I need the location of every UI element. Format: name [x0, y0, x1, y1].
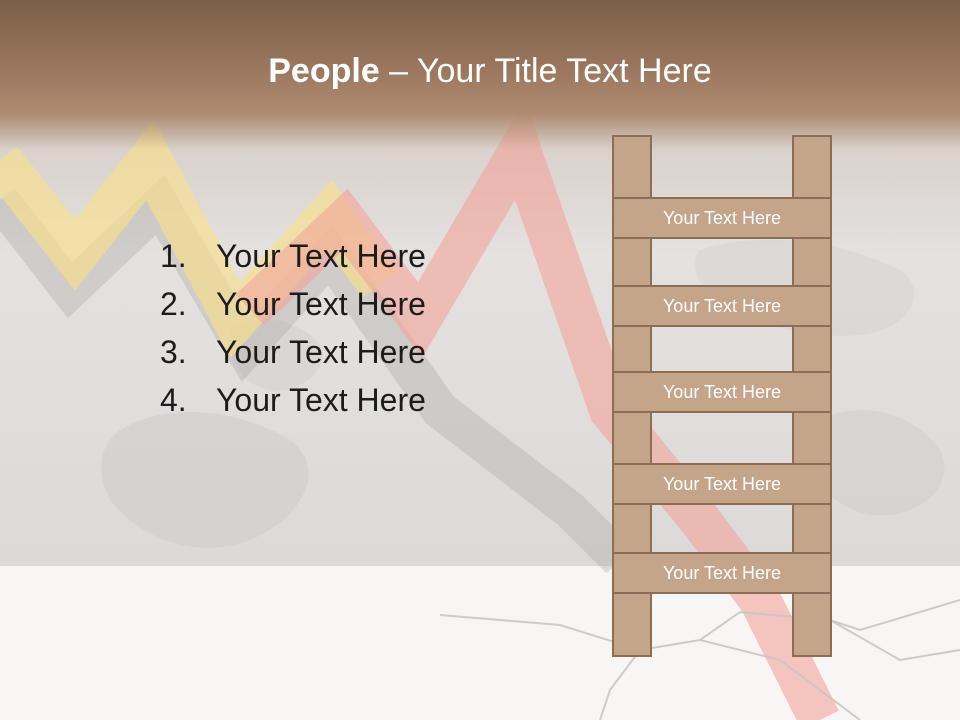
world-map-shape	[101, 411, 309, 548]
list-number: 3.	[160, 333, 187, 370]
rung-label: Your Text Here	[662, 207, 782, 228]
rung-label: Your Text Here	[662, 562, 782, 583]
rung-label: Your Text Here	[662, 381, 782, 402]
ladder-rung: Your Text Here	[612, 197, 832, 239]
list-text: Your Text Here	[216, 381, 426, 418]
list-text: Your Text Here	[216, 285, 426, 322]
floor-cracks	[439, 599, 960, 720]
ladder-rung: Your Text Here	[612, 285, 832, 327]
world-map-shape	[808, 410, 945, 516]
list-number: 4.	[160, 381, 187, 418]
list-number: 2.	[160, 285, 187, 322]
list-text: Your Text Here	[216, 237, 426, 274]
ladder-rung: Your Text Here	[612, 463, 832, 505]
ladder-rung: Your Text Here	[612, 371, 832, 413]
ladder-rung: Your Text Here	[612, 552, 832, 594]
rung-label: Your Text Here	[662, 295, 782, 316]
list-item: 4. Your Text Here	[160, 376, 426, 424]
title-bold: People	[268, 52, 380, 90]
list-text: Your Text Here	[216, 333, 426, 370]
title-rest: – Your Title Text Here	[379, 52, 712, 90]
list-item: 2. Your Text Here	[160, 280, 426, 328]
rung-label: Your Text Here	[662, 473, 782, 494]
world-map-shape	[229, 319, 323, 391]
list-item: 3. Your Text Here	[160, 328, 426, 376]
slide-title: People – Your Title Text Here	[0, 52, 960, 91]
list-number: 1.	[160, 237, 187, 274]
list-item: 1. Your Text Here	[160, 232, 426, 280]
header-band	[0, 0, 960, 150]
bullet-list: 1. Your Text Here 2. Your Text Here 3. Your…	[160, 232, 426, 424]
